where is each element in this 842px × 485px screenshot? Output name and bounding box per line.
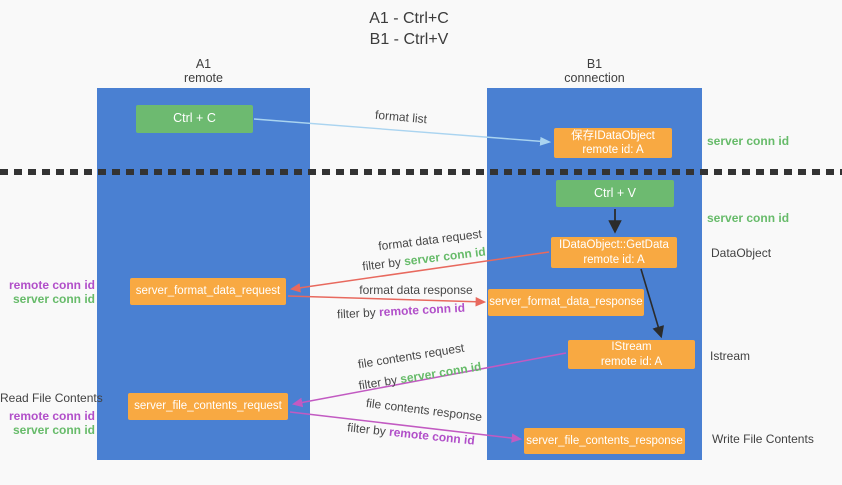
server-file-contents-response-label: server_file_contents_response: [526, 434, 683, 447]
edge-label-filter-file-response: filter by remote conn id: [347, 420, 476, 447]
lane-header-b1: B1 connection: [487, 57, 702, 85]
server-format-data-response-label: server_format_data_response: [489, 296, 643, 309]
filter-by-text: filter by: [357, 372, 399, 393]
node-server-file-contents-response: server_file_contents_response: [524, 428, 685, 454]
right-dataobject-label: DataObject: [711, 246, 772, 260]
node-istream: IStream remote id: A: [568, 340, 695, 369]
dashed-separator: [0, 169, 842, 175]
server-conn-id-label: server conn id: [12, 423, 95, 437]
istream-line2: remote id: A: [600, 355, 663, 368]
remote-conn-id-text: remote conn id: [378, 300, 466, 320]
server-file-contents-request-label: server_file_contents_request: [134, 400, 282, 413]
node-ctrl-v: Ctrl + V: [556, 180, 674, 207]
server-conn-id-text: server conn id: [399, 359, 483, 387]
right-write-file-contents-label: Write File Contents: [712, 432, 814, 446]
edge-label-format-data-response: format data response: [359, 283, 473, 297]
edge-label-format-list: format list: [374, 107, 428, 127]
title-line-2: B1 - Ctrl+V: [369, 31, 449, 48]
lane-a1-subtitle: remote: [184, 71, 223, 85]
ctrl-c-label: Ctrl + C: [173, 111, 216, 126]
store-idataobject-line2: remote id: A: [582, 144, 644, 156]
filter-by-text: filter by: [336, 305, 377, 322]
filter-by-text: filter by: [361, 254, 402, 274]
edge-label-filter-format-response: filter by remote conn id: [337, 301, 466, 322]
remote-conn-id-text: remote conn id: [388, 424, 476, 448]
istream-line1: IStream: [611, 341, 652, 354]
server-format-data-request-label: server_format_data_request: [135, 285, 281, 298]
left-annotation-format: remote conn id server conn id: [0, 278, 95, 306]
node-ctrl-c: Ctrl + C: [136, 105, 253, 133]
node-idataobject-getdata: IDataObject::GetData remote id: A: [551, 237, 677, 268]
server-conn-id-label: server conn id: [12, 292, 95, 306]
edge-label-file-contents-response: file contents response: [365, 395, 483, 425]
lane-b1-subtitle: connection: [564, 71, 625, 85]
right-istream-label: Istream: [710, 349, 751, 363]
diagram-title: A1 - Ctrl+C B1 - Ctrl+V: [289, 8, 529, 50]
node-server-format-data-request: server_format_data_request: [130, 278, 286, 305]
node-server-file-contents-request: server_file_contents_request: [128, 393, 288, 420]
title-line-1: A1 - Ctrl+C: [369, 10, 449, 27]
ctrl-v-label: Ctrl + V: [593, 185, 637, 200]
getdata-line2: remote id: A: [583, 253, 645, 266]
filter-by-text: filter by: [346, 420, 387, 439]
lane-b1-title: B1: [586, 57, 603, 71]
read-file-contents-label: Read File Contents: [0, 391, 103, 405]
right-server-conn-id-top: server conn id: [707, 134, 790, 148]
store-idataobject-line1: 保存IDataObject: [571, 129, 655, 142]
lane-a1-title: A1: [195, 57, 212, 71]
lane-header-a1: A1 remote: [97, 57, 310, 85]
remote-conn-id-label: remote conn id: [8, 278, 95, 292]
remote-conn-id-label: remote conn id: [8, 409, 95, 423]
node-server-format-data-response: server_format_data_response: [488, 289, 644, 316]
right-server-conn-id-mid: server conn id: [707, 211, 790, 225]
left-annotation-file: Read File Contents remote conn id server…: [0, 391, 103, 437]
node-store-idataobject: 保存IDataObject remote id: A: [554, 128, 672, 158]
getdata-line1: IDataObject::GetData: [559, 239, 669, 252]
